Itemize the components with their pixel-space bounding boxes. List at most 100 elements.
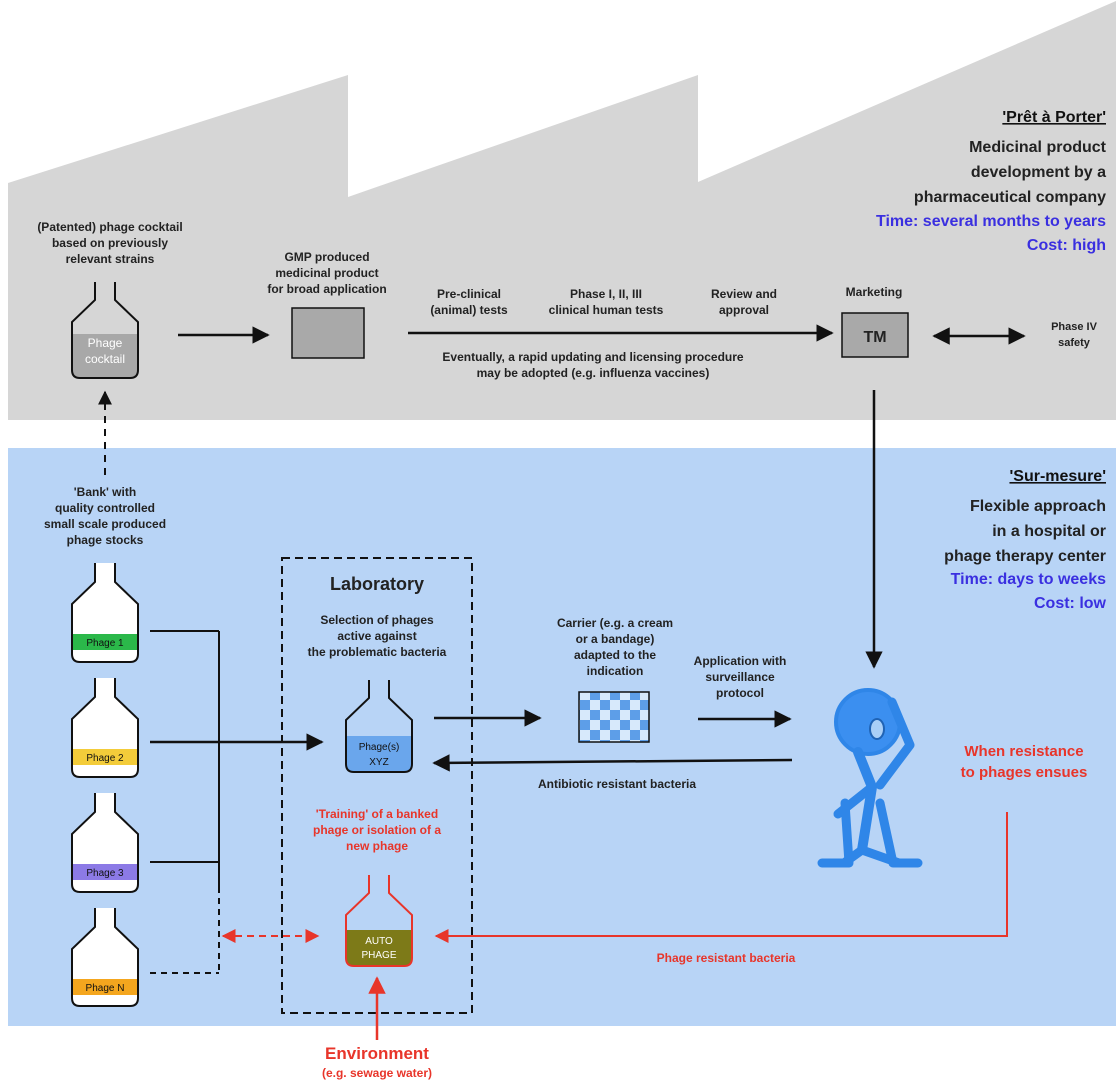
selection-line-3: the problematic bacteria bbox=[308, 645, 447, 659]
carrier-line-1: Carrier (e.g. a cream bbox=[557, 616, 673, 630]
gmp-caption-line-2: medicinal product bbox=[275, 266, 378, 280]
xyz-liquid bbox=[346, 736, 412, 772]
cocktail-caption-line-3: relevant strains bbox=[66, 252, 155, 266]
bottle-1-label: Phage 1 bbox=[86, 638, 124, 649]
carrier-line-4: indication bbox=[587, 664, 644, 678]
gmp-caption-line-3: for broad application bbox=[267, 282, 386, 296]
training-line-1: 'Training' of a banked bbox=[316, 807, 438, 821]
sur-cost: Cost: low bbox=[1034, 595, 1107, 612]
auto-label-1: AUTO bbox=[365, 936, 393, 947]
bottle-n-band bbox=[73, 979, 137, 995]
eventually-line-1: Eventually, a rapid updating and licensi… bbox=[442, 350, 743, 364]
sur-time: Time: days to weeks bbox=[951, 571, 1106, 588]
bottle-2-label: Phage 2 bbox=[86, 753, 124, 764]
pret-line-3: pharmaceutical company bbox=[914, 189, 1106, 206]
phases-line-1: Phase I, II, III bbox=[570, 287, 642, 301]
tm-box bbox=[841, 312, 909, 358]
patient-figure bbox=[817, 688, 923, 868]
bank-bottle-2: Phage 2 bbox=[71, 678, 139, 778]
carrier-line-2: or a bandage) bbox=[576, 632, 655, 646]
pret-time: Time: several months to years bbox=[876, 213, 1106, 230]
cocktail-caption-line-1: (Patented) phage cocktail bbox=[37, 220, 182, 234]
review-line-1: Review and bbox=[711, 287, 777, 301]
phase-iv-label: Phase IV safety bbox=[1051, 321, 1098, 349]
arrow-resistance-to-auto bbox=[434, 812, 1008, 943]
resistance-line-2: to phages ensues bbox=[961, 764, 1088, 781]
pret-line-1: Medicinal product bbox=[969, 139, 1107, 156]
xyz-bottle-outline bbox=[345, 680, 413, 773]
environment-sub: (e.g. sewage water) bbox=[322, 1066, 432, 1080]
sur-line-1: Flexible approach bbox=[970, 498, 1106, 515]
bottle-2-band bbox=[73, 749, 137, 765]
training-caption: 'Training' of a banked phage or isolatio… bbox=[313, 807, 441, 853]
auto-bottle-outline bbox=[345, 875, 413, 967]
eventually-note: Eventually, a rapid updating and licensi… bbox=[442, 350, 743, 380]
preclinical-line-1: Pre-clinical bbox=[437, 287, 501, 301]
environment-title: Environment bbox=[325, 1044, 429, 1063]
bank-caption-line-1: 'Bank' with bbox=[74, 485, 136, 499]
patient-arm-raised bbox=[875, 697, 915, 790]
auto-phage-bottle: AUTO PHAGE bbox=[345, 875, 413, 967]
bank-caption-line-4: phage stocks bbox=[67, 533, 144, 547]
sur-line-3: phage therapy center bbox=[944, 548, 1106, 565]
patient-mouth bbox=[869, 718, 885, 740]
gmp-caption-line-1: GMP produced bbox=[284, 250, 369, 264]
xyz-label-1: Phage(s) bbox=[359, 742, 400, 753]
patient-shin-right bbox=[875, 798, 923, 868]
bank-bottle-1: Phage 1 bbox=[71, 563, 139, 663]
selection-line-1: Selection of phages bbox=[320, 613, 434, 627]
application-line-1: Application with bbox=[694, 654, 787, 668]
cocktail-caption: (Patented) phage cocktail based on previ… bbox=[37, 220, 182, 266]
patient-shin-left bbox=[817, 798, 854, 868]
clinical-stage-labels: Pre-clinical (animal) tests Phase I, II,… bbox=[430, 287, 777, 317]
gmp-caption: GMP produced medicinal product for broad… bbox=[267, 250, 386, 296]
cocktail-bottle-outline bbox=[71, 282, 139, 379]
bank-connector-lines bbox=[150, 630, 220, 974]
phage-cocktail-bottle: Phage cocktail bbox=[71, 282, 139, 379]
preclinical-line-2: (animal) tests bbox=[430, 303, 508, 317]
review-line-2: approval bbox=[719, 303, 769, 317]
phage-xyz-bottle: Phage(s) XYZ bbox=[345, 680, 413, 773]
auto-liquid bbox=[346, 930, 412, 966]
auto-label-2: PHAGE bbox=[361, 950, 396, 961]
eventually-line-2: may be adopted (e.g. influenza vaccines) bbox=[477, 366, 710, 380]
sur-line-2: in a hospital or bbox=[992, 523, 1106, 540]
cocktail-caption-line-2: based on previously bbox=[52, 236, 168, 250]
xyz-label-2: XYZ bbox=[369, 757, 388, 768]
phases-line-2: clinical human tests bbox=[549, 303, 664, 317]
carrier-bandage bbox=[578, 691, 650, 743]
cocktail-liquid bbox=[72, 334, 138, 378]
marketing-label: Marketing bbox=[846, 285, 903, 299]
sur-mesure-zone bbox=[8, 448, 1116, 1026]
antibiotic-resistant-label: Antibiotic resistant bacteria bbox=[538, 777, 696, 791]
cocktail-label-1: Phage bbox=[88, 336, 123, 350]
bank-bottle-n: Phage N bbox=[71, 908, 139, 1007]
bottle-1-band bbox=[73, 634, 137, 650]
application-line-2: surveillance bbox=[705, 670, 775, 684]
selection-caption: Selection of phages active against the p… bbox=[308, 613, 447, 659]
training-line-3: new phage bbox=[346, 839, 408, 853]
selection-line-2: active against bbox=[337, 629, 416, 643]
gmp-product-box bbox=[291, 307, 365, 359]
bank-caption-line-2: quality controlled bbox=[55, 501, 155, 515]
bank-caption: 'Bank' with quality controlled small sca… bbox=[44, 485, 166, 547]
phase-iv-line-2: safety bbox=[1058, 337, 1091, 349]
phase-iv-line-1: Phase IV bbox=[1051, 321, 1098, 333]
sur-mesure-heading: 'Sur-mesure' Flexible approach in a hosp… bbox=[944, 468, 1106, 612]
carrier-line-3: adapted to the bbox=[574, 648, 656, 662]
training-line-2: phage or isolation of a bbox=[313, 823, 441, 837]
carrier-caption: Carrier (e.g. a cream or a bandage) adap… bbox=[557, 616, 673, 678]
bottle-3-band bbox=[73, 864, 137, 880]
pret-a-porter-heading: 'Prêt à Porter' Medicinal product develo… bbox=[876, 109, 1107, 254]
phage-resistant-label: Phage resistant bacteria bbox=[657, 951, 796, 965]
pret-title: 'Prêt à Porter' bbox=[1002, 109, 1106, 126]
application-line-3: protocol bbox=[716, 686, 764, 700]
sur-title: 'Sur-mesure' bbox=[1009, 468, 1106, 485]
pret-cost: Cost: high bbox=[1027, 237, 1106, 254]
pret-a-porter-zone bbox=[8, 1, 1116, 420]
bank-caption-line-3: small scale produced bbox=[44, 517, 166, 531]
laboratory-box bbox=[281, 557, 473, 1014]
bottle-3-label: Phage 3 bbox=[86, 868, 124, 879]
cocktail-label-2: cocktail bbox=[85, 352, 125, 366]
